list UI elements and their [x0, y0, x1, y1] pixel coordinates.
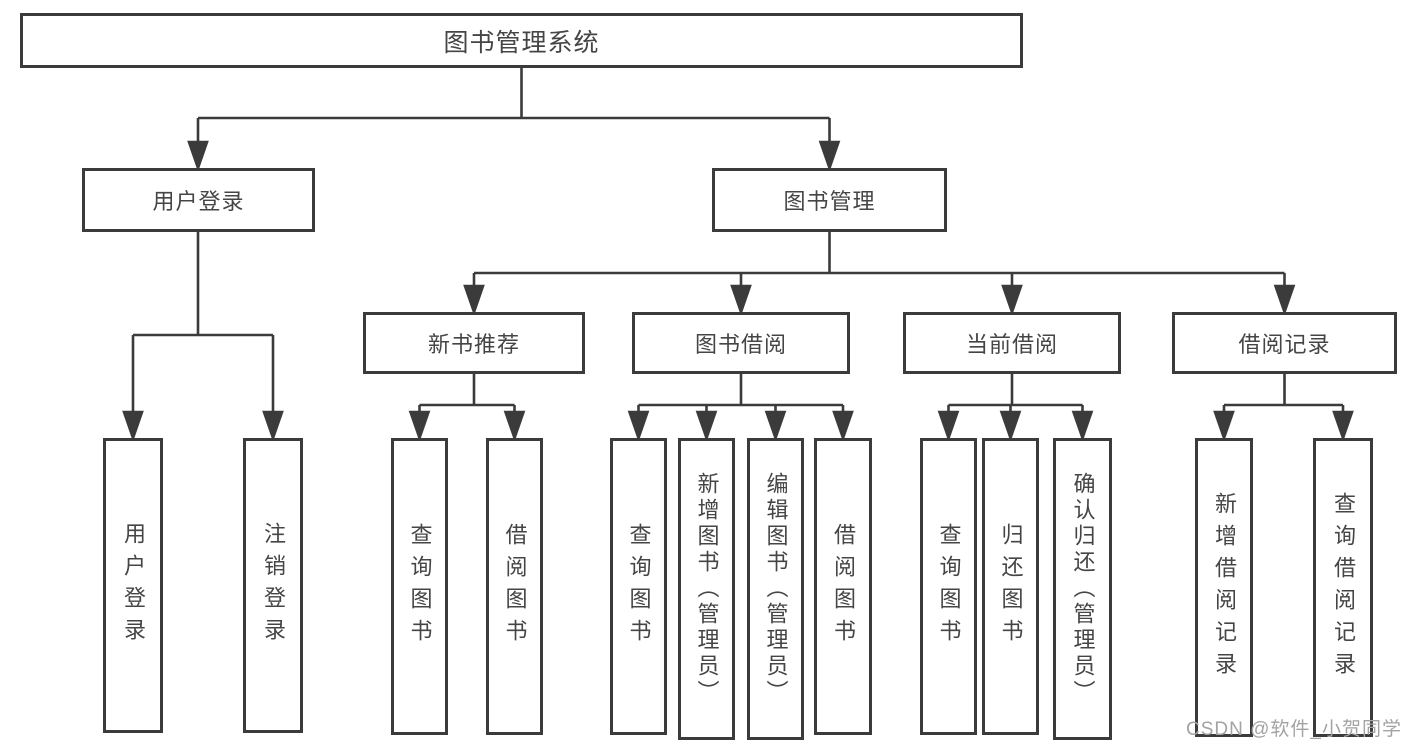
connector-new-book-recommend-to-leaves: [408, 374, 526, 442]
connector-root-to-level2: [187, 68, 841, 172]
connector-borrow-records-to-leaves: [1213, 374, 1354, 442]
node-user-login-label: 用户登录: [152, 189, 245, 214]
connector-current-borrow-to-leaves: [937, 374, 1094, 442]
node-new-book-recommend: 新书推荐: [363, 312, 585, 374]
connector-user-login-to-leaves: [122, 232, 284, 442]
leaf-borrow-book-2: 借阅图书: [814, 438, 872, 735]
leaf-query-borrow-record-label: 查询借阅记录: [1331, 491, 1356, 684]
leaf-borrow-book-1-label: 借阅图书: [502, 522, 528, 651]
connector-book-management-to-level3: [463, 232, 1296, 316]
leaf-add-book-admin: 新增图书（管理员）: [678, 438, 735, 740]
node-book-borrow: 图书借阅: [632, 312, 850, 374]
connector-book-borrow-to-leaves: [627, 374, 854, 442]
leaf-query-book-2: 查询图书: [610, 438, 667, 735]
node-book-management-label: 图书管理: [783, 189, 876, 214]
leaf-query-borrow-record: 查询借阅记录: [1313, 438, 1373, 737]
leaf-add-book-admin-label: 新增图书（管理员）: [694, 472, 720, 706]
node-new-book-recommend-label: 新书推荐: [427, 332, 520, 357]
leaf-edit-book-admin-label: 编辑图书（管理员）: [763, 472, 789, 706]
node-current-borrow: 当前借阅: [903, 312, 1121, 374]
node-user-login: 用户登录: [82, 168, 315, 232]
leaf-return-book-label: 归还图书: [998, 522, 1024, 651]
leaf-add-borrow-record-label: 新增借阅记录: [1212, 491, 1237, 684]
leaf-logout-label: 注销登录: [261, 521, 286, 650]
leaf-edit-book-admin: 编辑图书（管理员）: [747, 438, 804, 740]
leaf-query-book-1: 查询图书: [391, 438, 448, 735]
node-borrow-records-label: 借阅记录: [1238, 332, 1331, 357]
leaf-return-book: 归还图书: [982, 438, 1039, 735]
leaf-query-book-3: 查询图书: [920, 438, 977, 735]
leaf-user-login: 用户登录: [103, 438, 163, 733]
leaf-confirm-return-admin: 确认归还（管理员）: [1053, 438, 1112, 740]
leaf-borrow-book-1: 借阅图书: [486, 438, 543, 735]
node-book-management: 图书管理: [712, 168, 947, 232]
leaf-add-borrow-record: 新增借阅记录: [1195, 438, 1253, 737]
node-root-library-system: 图书管理系统: [20, 13, 1023, 68]
leaf-query-book-3-label: 查询图书: [936, 522, 962, 651]
leaf-query-book-2-label: 查询图书: [626, 522, 652, 651]
node-book-borrow-label: 图书借阅: [694, 332, 787, 357]
leaf-logout: 注销登录: [243, 438, 303, 733]
leaf-user-login-label: 用户登录: [121, 521, 146, 650]
leaf-borrow-book-2-label: 借阅图书: [831, 522, 856, 651]
leaf-confirm-return-admin-label: 确认归还（管理员）: [1070, 472, 1096, 706]
leaf-query-book-1-label: 查询图书: [407, 522, 433, 651]
node-current-borrow-label: 当前借阅: [965, 332, 1058, 357]
node-borrow-records: 借阅记录: [1172, 312, 1397, 374]
csdn-watermark: CSDN @软件_小贺同学: [1186, 719, 1402, 740]
node-root-label: 图书管理系统: [443, 28, 600, 57]
